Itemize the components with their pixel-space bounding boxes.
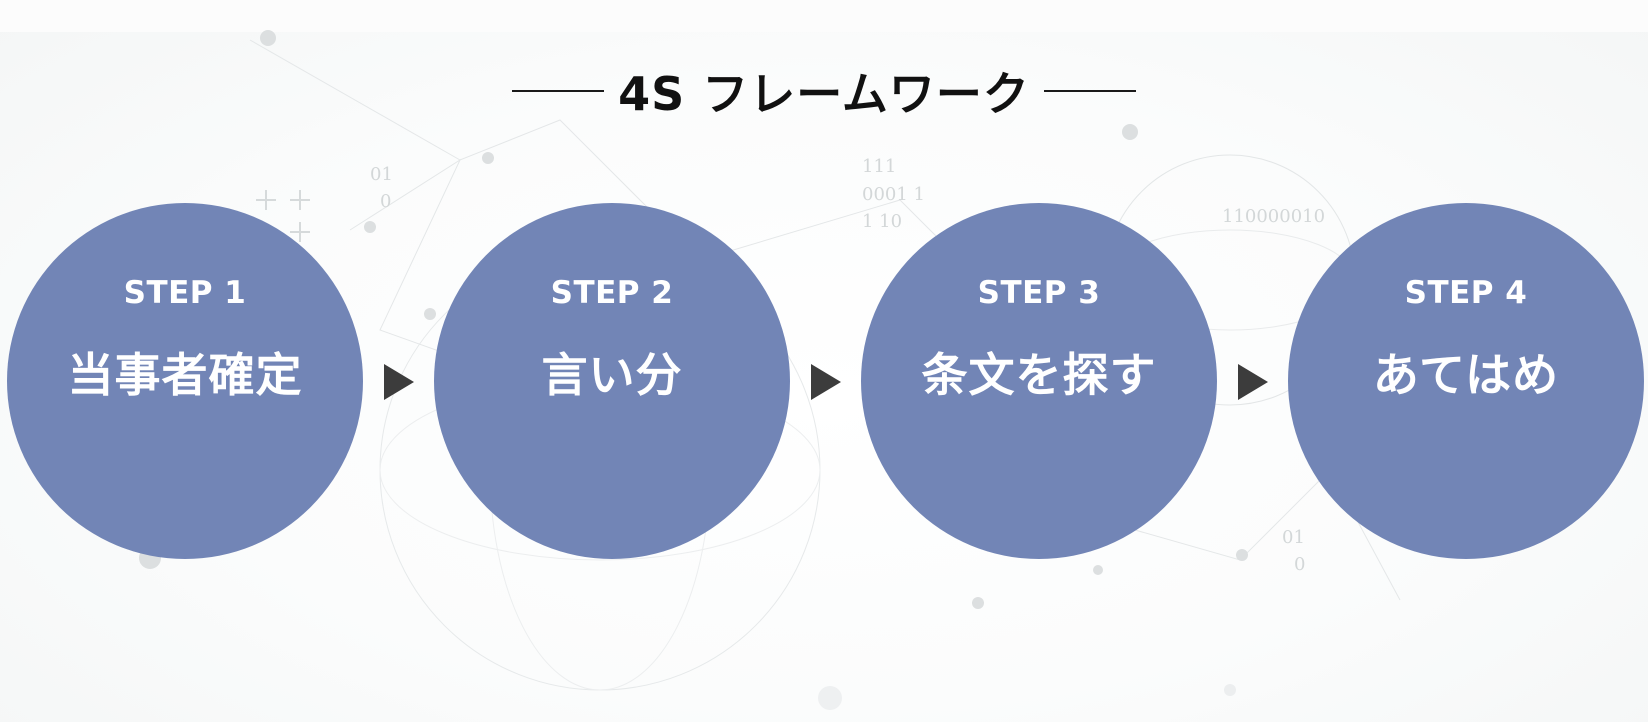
step-2-name: 言い分 (541, 348, 683, 402)
step-2-label: STEP 2 (550, 275, 674, 311)
title-left-rule (512, 90, 605, 92)
step-4-label: STEP 4 (1404, 275, 1528, 311)
svg-text:01: 01 (370, 164, 393, 185)
svg-text:111: 111 (862, 156, 896, 177)
step-3-circle: STEP 3 条文を探す (861, 203, 1217, 559)
arrow-right-icon (811, 364, 841, 400)
svg-text:0: 0 (380, 191, 391, 212)
svg-text:0: 0 (1294, 554, 1305, 575)
arrow-right-icon (384, 364, 414, 400)
title-group: 4S フレームワーク (0, 56, 1648, 126)
step-1-label: STEP 1 (123, 275, 247, 311)
top-band (0, 0, 1648, 32)
step-4-name: あてはめ (1372, 348, 1560, 402)
page-title: 4S フレームワーク (618, 67, 1030, 121)
step-2-circle: STEP 2 言い分 (434, 203, 790, 559)
svg-text:01: 01 (1282, 527, 1305, 548)
step-4-circle: STEP 4 あてはめ (1288, 203, 1644, 559)
svg-text:110000010: 110000010 (1222, 206, 1325, 227)
svg-text:1 10: 1 10 (862, 211, 902, 232)
arrow-right-icon (1238, 364, 1268, 400)
step-3-label: STEP 3 (977, 275, 1101, 311)
step-1-circle: STEP 1 当事者確定 (7, 203, 363, 559)
step-1-name: 当事者確定 (67, 348, 303, 402)
svg-text:0001 1: 0001 1 (862, 184, 925, 205)
step-3-name: 条文を探す (921, 348, 1157, 402)
title-right-rule (1043, 90, 1136, 92)
